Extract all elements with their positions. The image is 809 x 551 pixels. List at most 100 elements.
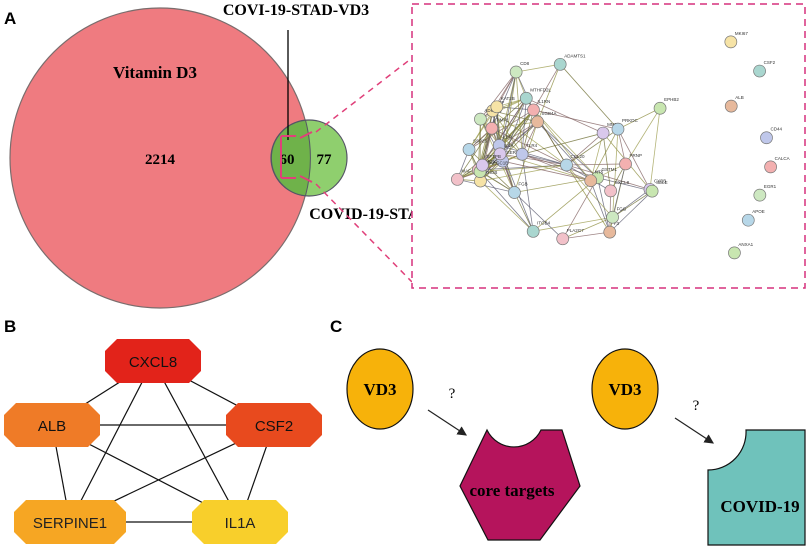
ppi-node-label: SFTPB [486, 154, 501, 159]
venn-left-label: Vitamin D3 [113, 63, 197, 82]
ppi-edge [526, 97, 604, 134]
hub-node-label-serpine1: SERPINE1 [33, 515, 107, 532]
ppi-node-label: ALB [735, 95, 744, 100]
ppi-node-prnp [619, 157, 632, 171]
ppi-edge [522, 132, 604, 155]
ppi-edge [515, 71, 523, 155]
ppi-edge [612, 190, 653, 218]
ppi-node-adipoq [474, 112, 487, 126]
hub-node-label-alb: ALB [38, 418, 66, 435]
ppi-node-cd44 [760, 131, 773, 145]
ppi-node-label: CALCA [775, 156, 790, 161]
ppi-edge [590, 180, 611, 233]
hub-node-csf2 [226, 403, 322, 447]
ppi-node-prkdc [611, 122, 625, 136]
ppi-edge [496, 71, 517, 107]
ppi-node-label: TIMP1 [496, 117, 510, 122]
ppi-node-mmp3 [596, 126, 610, 140]
ppi-node-label: F3 [614, 221, 620, 226]
ppi-edge [522, 153, 567, 166]
ppi-node-label: MTHFD2L [530, 87, 551, 92]
ppi-node-label: ADAMTS1 [564, 53, 586, 58]
ppi-node-nt5 [584, 174, 598, 188]
ppi-edge [502, 109, 534, 162]
panel-label-c: C [330, 317, 342, 336]
hub-node-serpine1 [14, 500, 126, 544]
ppi-edge [562, 231, 610, 240]
overlap-bracket-ticks [299, 131, 313, 183]
ppi-edge [480, 180, 534, 232]
ppi-node-label: PRKDC [622, 118, 639, 123]
ppi-node-csf2 [753, 64, 766, 78]
hub-node-label-il1a: IL1A [225, 515, 256, 532]
ppi-edge [562, 177, 598, 239]
vd3-circle-left [346, 348, 414, 430]
ppi-edge [521, 98, 527, 155]
ppi-edge [521, 154, 534, 232]
ppi-node-label: ITGB4 [537, 220, 551, 225]
ppi-node-sele [645, 184, 659, 198]
ppi-node-ccl20 [560, 158, 573, 172]
ppi-node-label: ANXA1 [738, 242, 753, 247]
panel-label-b: B [4, 317, 16, 336]
ppi-edge [533, 216, 613, 232]
ppi-edge [612, 163, 626, 218]
hub-node-il1a [192, 500, 288, 544]
ppi-edge [502, 98, 527, 162]
ppi-edge [532, 177, 598, 232]
ppi-node-label: MAF [461, 168, 471, 173]
core-targets-hexagon [459, 428, 581, 541]
overlap-set-label: COVI-19-STAD-VD3 [223, 2, 369, 19]
ppi-node-label: HMOX1 [482, 159, 499, 164]
arrow-left [427, 409, 468, 436]
ppi-edge [562, 216, 613, 240]
ppi-node-label: CSF2 [764, 60, 776, 65]
ppi-node-label: APOE [752, 209, 765, 214]
ppi-edge [566, 128, 619, 166]
ppi-edge [499, 153, 591, 182]
ppi-node-label: PRNP [630, 153, 643, 158]
ppi-edge [612, 189, 651, 218]
callout-line-bottom [315, 183, 413, 283]
hub-node-label-cxcl8: CXCL8 [129, 354, 177, 371]
ppi-node-label: SELE [656, 180, 668, 185]
ppi-node-label: EPHB2 [664, 97, 679, 102]
ppi-edge [457, 153, 523, 180]
ppi-edge [514, 177, 598, 193]
ppi-node-fgg [606, 210, 619, 224]
ppi-edge [515, 71, 534, 111]
ppi-node-label: CXCL8 [615, 180, 630, 185]
ppi-edge [625, 108, 661, 165]
ppi-edge [537, 121, 598, 179]
ppi-edge [457, 178, 515, 193]
ppi-edge [521, 109, 534, 155]
hub-node-cxcl8 [105, 339, 201, 383]
ppi-node-apoe [741, 213, 755, 227]
ppi-edge [566, 164, 611, 233]
callout-line-top [315, 57, 413, 133]
ppi-edge [566, 132, 604, 166]
ppi-node-adamts1 [553, 57, 567, 71]
venn-left-count: 2214 [145, 152, 176, 168]
ppi-node-label: GSTM1 [601, 167, 617, 172]
ppi-edge [566, 164, 613, 218]
ppi-edge [617, 128, 651, 190]
ppi-node-label: IL1RN [537, 99, 550, 104]
vd3-label-left: VD3 [363, 380, 396, 399]
arrow-right [674, 417, 715, 444]
venn-right-label: COVID-19-STAD [309, 206, 430, 223]
ppi-node-f3 [603, 225, 617, 239]
ppi-node-mthfd2l [519, 91, 533, 105]
ppi-edge [602, 132, 612, 191]
ppi-node-label: PLA2G7 [567, 228, 585, 233]
ppi-node-label: CYBB [654, 178, 666, 183]
ppi-node-tlr4 [515, 147, 529, 161]
ppi-edge [649, 108, 661, 190]
ppi-node-egr1 [753, 188, 767, 202]
ppi-node-label: NT5 [595, 170, 604, 175]
ppi-node-label: CCL20 [571, 154, 586, 159]
ppi-edge [502, 160, 591, 182]
ppi-node-label: TLR4 [526, 143, 538, 148]
ppi-node-kat2b [490, 100, 504, 114]
ppi-edge [533, 109, 598, 179]
